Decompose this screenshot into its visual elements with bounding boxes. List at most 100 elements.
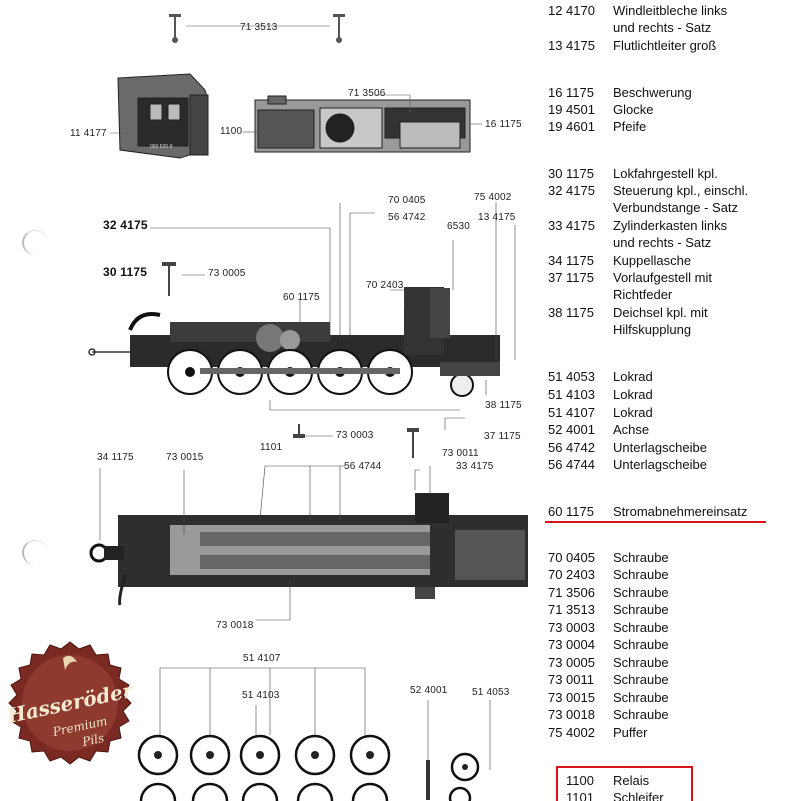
label-73-0005: 73 0005 — [208, 268, 246, 279]
part-number-prefix: 73 — [548, 690, 563, 705]
label-70-0405: 70 0405 — [388, 195, 426, 206]
part-description: Schraube — [613, 620, 669, 635]
part-number-prefix: 51 — [548, 405, 563, 420]
label-52-4001: 52 4001 — [410, 685, 448, 696]
part-number-prefix: 70 — [548, 567, 563, 582]
part-number: 2403 — [566, 567, 595, 582]
part-number: 1175 — [566, 504, 594, 519]
label-32-4175: 32 4175 — [103, 218, 148, 232]
part-description-continued: und rechts - Satz — [613, 20, 712, 35]
label-1101: 1101 — [260, 442, 283, 453]
part-number: 4744 — [566, 457, 595, 472]
part-number: 4053 — [566, 369, 595, 384]
part-description: Deichsel kpl. mit — [613, 305, 708, 320]
tender-weight-part — [254, 95, 471, 153]
part-number-prefix: 51 — [548, 369, 563, 384]
part-description: Beschwerung — [613, 85, 692, 100]
part-number-prefix: 16 — [548, 85, 563, 100]
part-number: 0004 — [566, 637, 595, 652]
part-description: Achse — [613, 422, 650, 437]
part-number-prefix: 32 — [548, 183, 563, 198]
part-number: 3513 — [566, 602, 595, 617]
part-number-prefix: 56 — [548, 457, 563, 472]
label-56-4742: 56 4742 — [388, 212, 426, 223]
highlight-box — [556, 766, 693, 801]
part-number: 4175 — [566, 38, 595, 53]
part-description: Lokrad — [613, 405, 653, 420]
part-number: 4001 — [566, 422, 595, 437]
part-number: 4175 — [566, 218, 595, 233]
part-description: Glocke — [613, 102, 654, 117]
part-number-prefix: 37 — [548, 270, 563, 285]
label-56-4744: 56 4744 — [344, 461, 382, 472]
label-70-2403: 70 2403 — [366, 280, 404, 291]
part-number-prefix: 71 — [548, 585, 563, 600]
label-6530: 6530 — [447, 221, 471, 232]
label-13-4175: 13 4175 — [478, 212, 516, 223]
binder-hole-bottom — [22, 540, 48, 565]
part-description: Schraube — [613, 637, 669, 652]
part-description: Steuerung kpl., einschl. — [613, 183, 749, 198]
part-number: 4501 — [566, 102, 595, 117]
part-description-continued: und rechts - Satz — [613, 235, 712, 250]
part-description: Lokfahrgestell kpl. — [613, 166, 718, 181]
label-73-0011: 73 0011 — [442, 448, 479, 459]
part-description: Schraube — [613, 602, 669, 617]
part-number: 0405 — [566, 550, 595, 565]
part-number: 1175 — [566, 85, 594, 100]
part-number: 3506 — [566, 585, 595, 600]
part-number-prefix: 30 — [548, 166, 563, 181]
part-number-prefix: 12 — [548, 3, 563, 18]
label-73-0003: 73 0003 — [336, 430, 374, 441]
part-number: 4107 — [566, 405, 595, 420]
cab-part — [117, 73, 209, 159]
label-38-1175: 38 1175 — [485, 400, 522, 411]
part-number: 4103 — [566, 387, 595, 402]
label-60-1175: 60 1175 — [283, 292, 320, 303]
label-30-1175: 30 1175 — [103, 265, 148, 279]
label-71-3506: 71 3506 — [348, 88, 386, 99]
part-number: 1175 — [566, 253, 594, 268]
chassis-underside-view — [89, 493, 528, 606]
part-description: Unterlagscheibe — [613, 457, 707, 472]
part-description: Vorlaufgestell mit — [613, 270, 712, 285]
part-description: Schraube — [613, 567, 669, 582]
part-number: 4742 — [566, 440, 595, 455]
label-71-3513: 71 3513 — [240, 22, 278, 33]
label-11-4177: 11 4177 — [70, 128, 107, 139]
part-number: 0018 — [566, 707, 595, 722]
part-description: Schraube — [613, 655, 669, 670]
part-number: 0003 — [566, 620, 595, 635]
part-number: 4601 — [566, 119, 595, 134]
part-description: Lokrad — [613, 369, 653, 384]
part-description: Relais — [613, 773, 650, 788]
part-number: 1175 — [566, 305, 594, 320]
label-75-4002: 75 4002 — [474, 192, 512, 203]
part-number-prefix: 73 — [548, 620, 563, 635]
part-number: 1101 — [566, 790, 594, 801]
part-number: 4175 — [566, 183, 595, 198]
part-number-prefix: 73 — [548, 655, 563, 670]
part-description-continued: Richtfeder — [613, 287, 673, 302]
binder-hole-top — [22, 230, 48, 255]
part-number: 1100 — [566, 773, 594, 788]
part-number: 4002 — [566, 725, 595, 740]
part-description: Schraube — [613, 690, 669, 705]
part-description: Zylinderkasten links — [613, 218, 728, 233]
label-51-4053: 51 4053 — [472, 687, 510, 698]
part-description: Schraube — [613, 672, 669, 687]
part-description: Pfeife — [613, 119, 647, 134]
wheel-set — [137, 734, 480, 801]
part-number-prefix: 38 — [548, 305, 563, 320]
axle-part — [426, 760, 430, 800]
part-number: 1175 — [566, 166, 594, 181]
part-number: 4170 — [566, 3, 595, 18]
part-number-prefix: 60 — [548, 504, 563, 519]
part-description: Unterlagscheibe — [613, 440, 707, 455]
part-description: Schleifer — [613, 790, 664, 801]
label-34-1175: 34 1175 — [97, 452, 134, 463]
label-16-1175: 16 1175 — [485, 119, 522, 130]
label-37-1175: 37 1175 — [484, 431, 521, 442]
part-number-prefix: 75 — [548, 725, 563, 740]
